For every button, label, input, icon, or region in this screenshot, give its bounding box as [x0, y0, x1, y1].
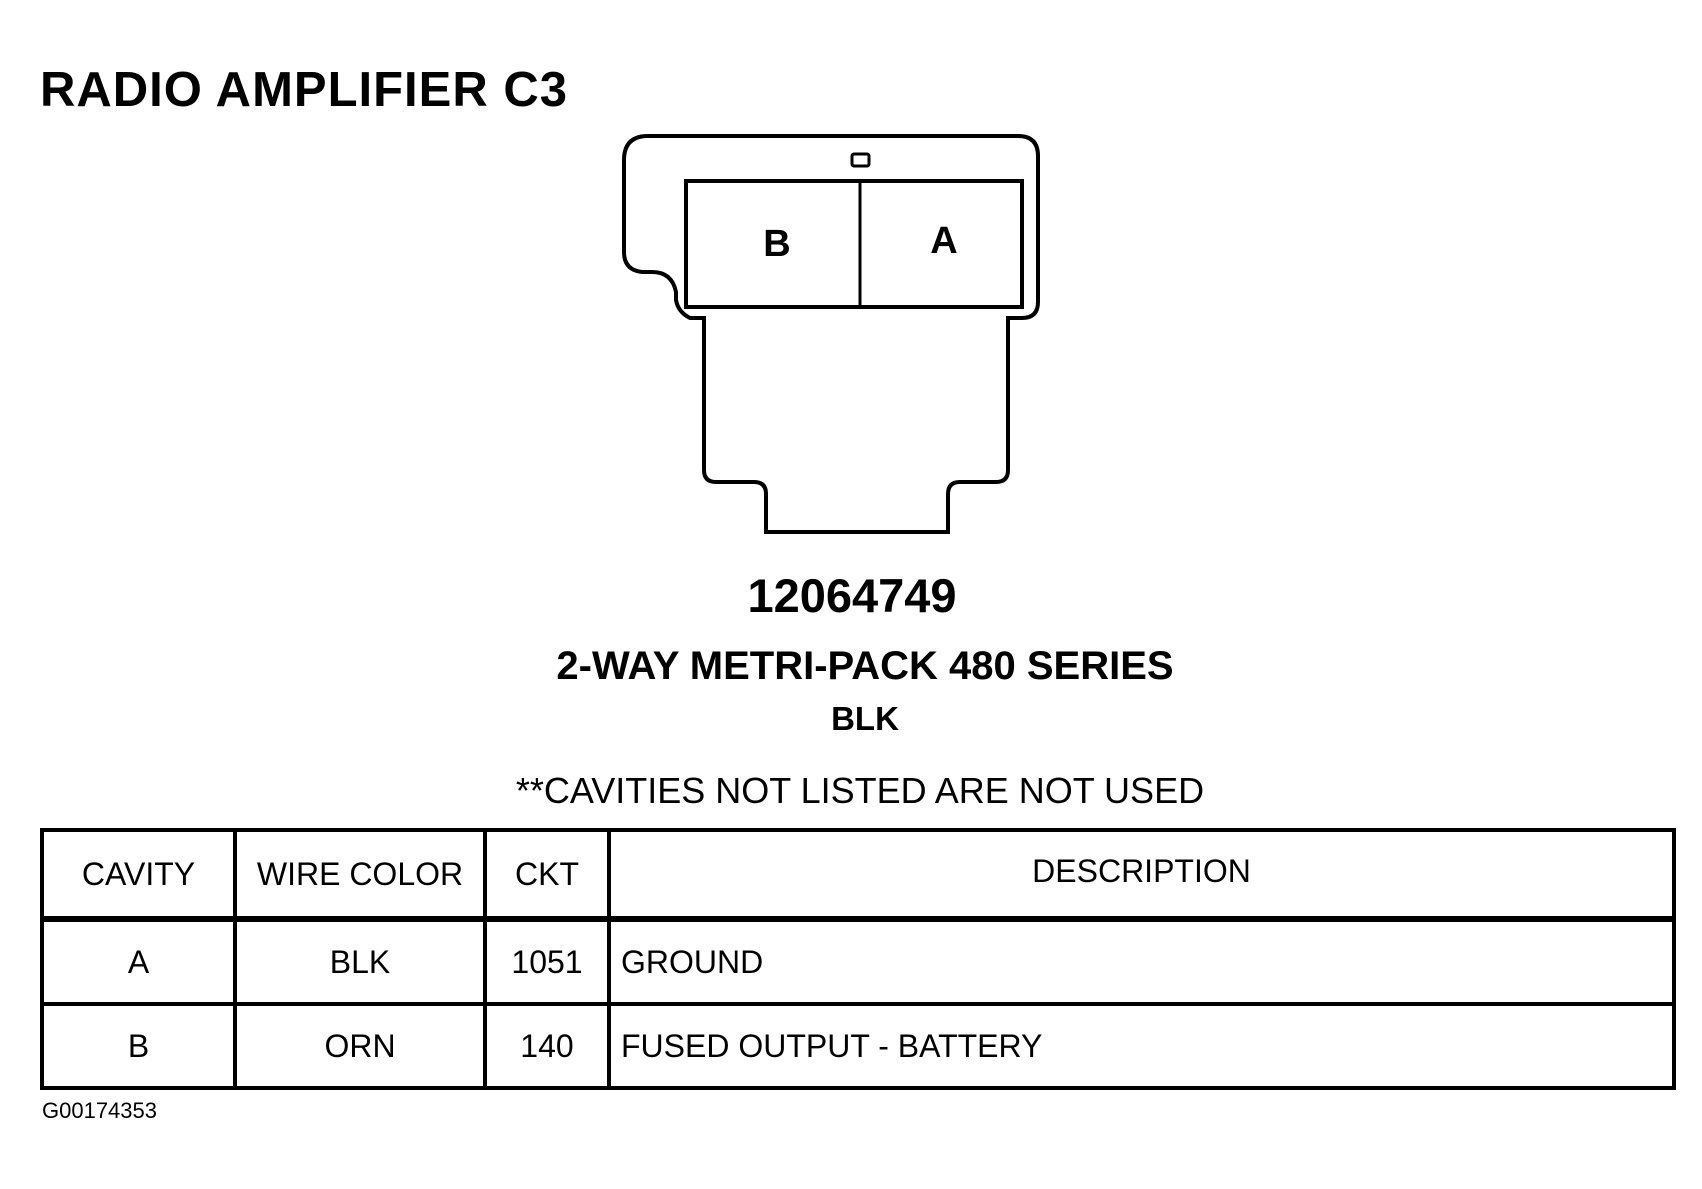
cavity-label-b: B [763, 223, 790, 265]
pin-table: CAVITY WIRE COLOR CKT DESCRIPTION A BLK … [40, 828, 1676, 1090]
cell-wire-color: BLK [233, 917, 487, 1006]
header-cavity: CAVITY [40, 828, 237, 922]
header-ckt: CKT [483, 828, 611, 922]
cavity-face [684, 179, 1024, 309]
table-row: A BLK 1051 GROUND [40, 917, 1676, 1006]
header-wire-color: WIRE COLOR [233, 828, 487, 922]
cell-ckt: 1051 [483, 917, 611, 1006]
connector-series: 2-WAY METRI-PACK 480 SERIES [556, 644, 1174, 688]
part-number: 12064749 [747, 569, 957, 622]
table-row: B ORN 140 FUSED OUTPUT - BATTERY [40, 1002, 1676, 1090]
diagram-title: RADIO AMPLIFIER C3 [40, 63, 568, 117]
cell-cavity: B [40, 1002, 237, 1090]
cell-ckt: 140 [483, 1002, 611, 1090]
cell-cavity: A [40, 917, 237, 1006]
figure-id: G00174353 [42, 1098, 157, 1123]
cavity-label-a: A [930, 220, 957, 262]
cell-wire-color: ORN [233, 1002, 487, 1090]
latch-slot [850, 152, 871, 168]
unused-cavities-note: **CAVITIES NOT LISTED ARE NOT USED [515, 770, 1205, 811]
connector-drawing: B A [622, 134, 1040, 534]
cell-description: GROUND [607, 917, 1676, 1006]
connector-color: BLK [831, 700, 899, 737]
connector-housing [622, 134, 1040, 534]
table-header-row: CAVITY WIRE COLOR CKT DESCRIPTION [40, 828, 1676, 922]
cell-description: FUSED OUTPUT - BATTERY [607, 1002, 1676, 1090]
header-description: DESCRIPTION [607, 828, 1676, 922]
